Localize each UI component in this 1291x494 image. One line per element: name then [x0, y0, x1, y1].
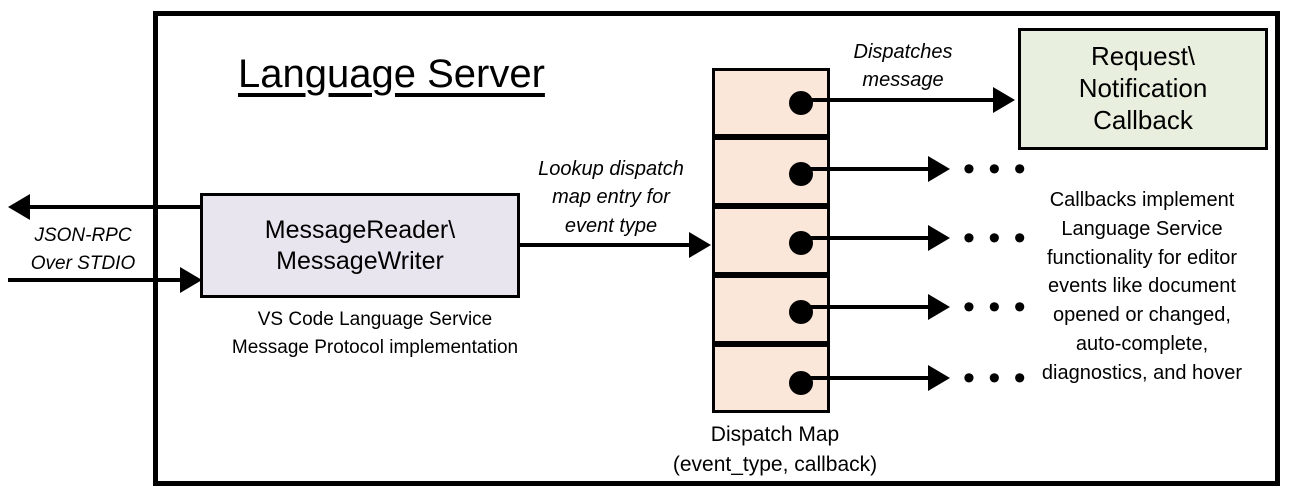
dispatch-row-edge-arrowhead: [928, 156, 950, 182]
dispatch-row-edge-line: [794, 376, 932, 380]
outgoing-stdio-arrowhead: [8, 194, 30, 220]
message-reader-writer-label: MessageReader\ MessageWriter: [264, 216, 456, 275]
dispatch-map-dot-icon: [789, 162, 813, 186]
dispatch-map-row[interactable]: [712, 137, 830, 206]
outgoing-stdio-line: [30, 205, 210, 209]
message-reader-writer-caption: VS Code Language Service Message Protoco…: [231, 309, 519, 358]
jsonrpc-stdio-label: JSON-RPC Over STDIO: [30, 225, 136, 274]
request-notification-callback-label: Request\ Notification Callback: [1078, 41, 1208, 135]
message-reader-writer-box[interactable]: MessageReader\ MessageWriter: [200, 193, 520, 298]
dispatch-row-ellipsis: • • •: [963, 288, 1028, 326]
dispatch-map-row[interactable]: [712, 206, 830, 275]
dispatch-row-edge-line: [794, 167, 932, 171]
lookup-edge-arrowhead: [689, 232, 711, 258]
dispatch-row-edge-arrowhead: [928, 365, 950, 391]
page-title: Language Server: [238, 52, 545, 96]
dispatch-map-row[interactable]: [712, 275, 830, 344]
dispatch-row-edge-line: [794, 305, 932, 309]
dispatch-map-table[interactable]: [712, 68, 830, 413]
dispatch-map-dot-icon: [789, 371, 813, 395]
dispatch-map-dot-icon: [789, 300, 813, 324]
dispatch-row-ellipsis: • • •: [963, 219, 1028, 257]
dispatch-row-edge-arrowhead: [928, 294, 950, 320]
dispatch-map-dot-icon: [789, 231, 813, 255]
dispatch-row-edge-line: [794, 236, 932, 240]
incoming-stdio-arrowhead: [180, 267, 202, 293]
incoming-stdio-line: [8, 278, 186, 282]
lookup-edge-line: [519, 243, 693, 247]
dispatch-map-row[interactable]: [712, 68, 830, 137]
dispatch-edge-arrowhead: [993, 87, 1015, 113]
dispatch-map-caption: Dispatch Map (event_type, callback): [672, 423, 878, 476]
request-notification-callback-box[interactable]: Request\ Notification Callback: [1018, 28, 1268, 150]
dispatch-row-ellipsis: • • •: [963, 359, 1028, 397]
lookup-edge-label: Lookup dispatch map entry for event type: [538, 158, 684, 237]
dispatch-edge-line: [794, 98, 997, 102]
dispatch-map-dot-icon: [789, 91, 813, 115]
dispatch-edge-label: Dispatches message: [853, 41, 953, 92]
dispatch-row-ellipsis: • • •: [963, 150, 1028, 188]
callback-description-caption: Callbacks implement Language Service fun…: [1041, 189, 1243, 384]
dispatch-row-edge-arrowhead: [928, 225, 950, 251]
language-server-frame: [153, 11, 1280, 486]
